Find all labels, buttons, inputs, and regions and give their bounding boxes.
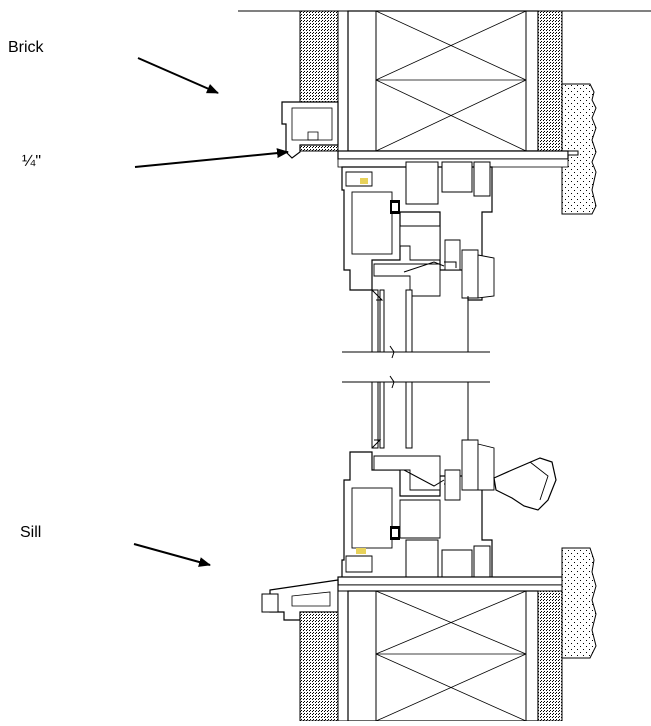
sill-block	[347, 590, 539, 722]
head-sill-plate	[337, 150, 569, 160]
sill-plate	[337, 576, 569, 586]
sill-insulation-right	[537, 590, 563, 722]
sill-arrow	[133, 543, 211, 567]
sill-glass-mid	[379, 381, 385, 449]
head-glass-right	[405, 289, 413, 353]
sill-label: Sill	[20, 524, 42, 541]
head-drip-cap	[281, 101, 339, 159]
sill-interior-trim	[561, 547, 597, 659]
brick-label: Brick	[8, 39, 44, 56]
quarter-inch-label: ¼"	[22, 153, 42, 170]
head-liner-left	[337, 10, 349, 152]
head-interior-trim	[561, 83, 597, 215]
head-glass-left	[371, 289, 379, 353]
sill-brick-left	[299, 611, 339, 722]
sill-glass-right	[405, 381, 413, 449]
sill-liner-left	[337, 590, 349, 722]
head-header-block	[347, 10, 539, 152]
crank-handle	[493, 457, 557, 511]
head-insulation-right	[537, 10, 563, 152]
brick-arrow	[137, 57, 219, 94]
quarter-inch-arrow	[134, 148, 289, 168]
sill-glass-left	[371, 381, 379, 449]
